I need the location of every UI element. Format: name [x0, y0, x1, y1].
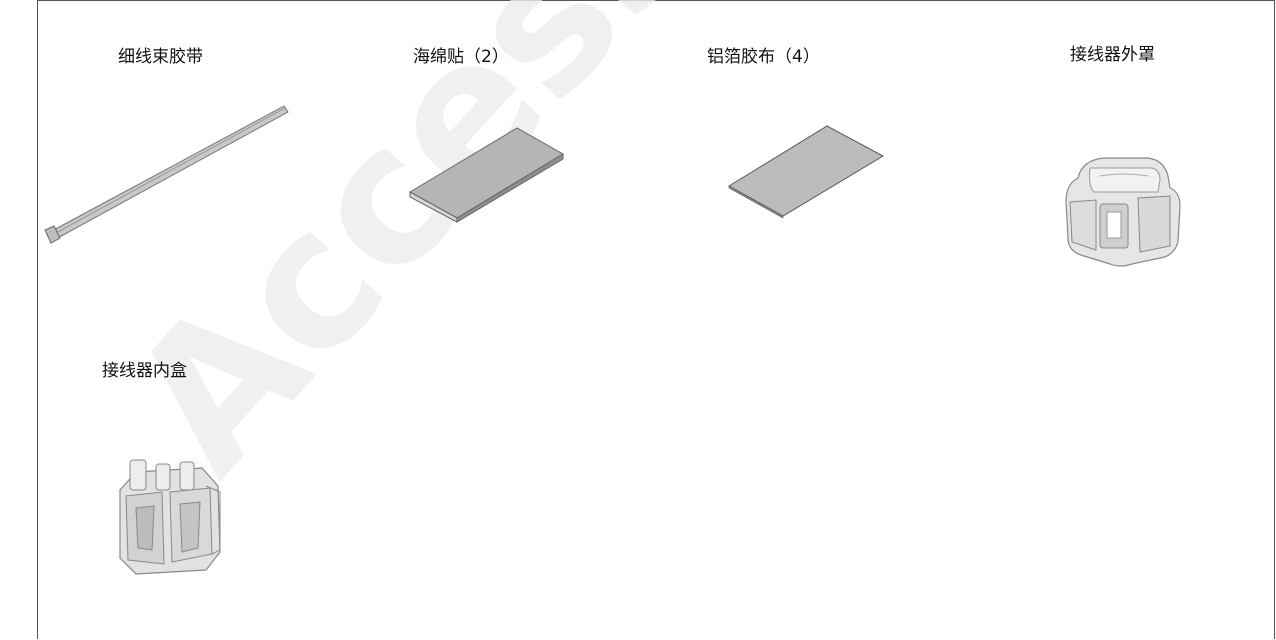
part-label-connector-outer-cover: 接线器外罩 — [1070, 45, 1155, 65]
sponge-pad-icon — [408, 127, 564, 223]
connector-inner-box-icon — [119, 459, 221, 575]
part-label-aluminum-foil-tape: 铝箔胶布（4） — [707, 47, 820, 67]
cable-tie-icon — [44, 105, 289, 244]
part-label-cable-tie: 细线束胶带 — [118, 47, 203, 67]
aluminum-foil-tape-icon — [728, 125, 885, 219]
parts-panel — [37, 0, 1275, 639]
connector-outer-cover-icon — [1065, 157, 1181, 267]
part-label-connector-inner-box: 接线器内盒 — [102, 361, 187, 381]
part-label-sponge-pad: 海绵贴（2） — [413, 47, 509, 67]
